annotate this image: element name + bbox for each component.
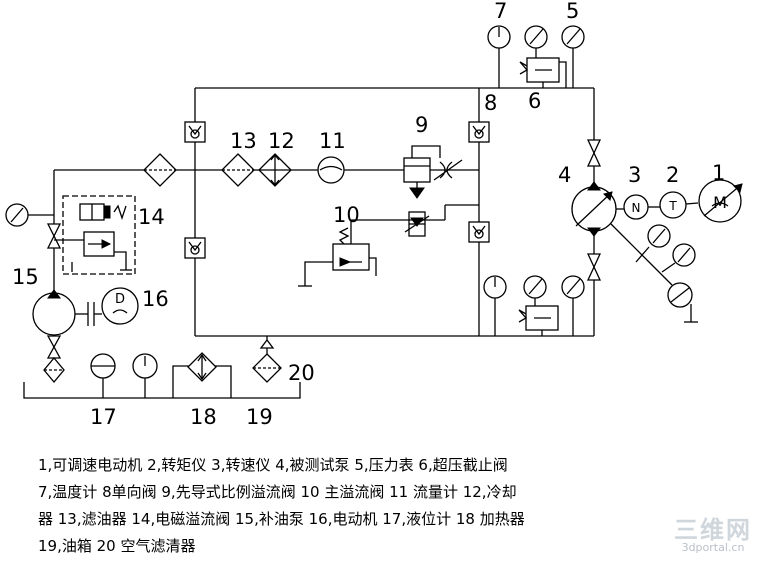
check-valve-right-top (468, 121, 490, 143)
label-12: 12 (268, 129, 295, 153)
thermometer-tank (132, 353, 158, 398)
tachometer-3: N (623, 194, 649, 220)
flowmeter-11 (317, 156, 345, 184)
filter-13 (221, 153, 255, 187)
overpressure-cutoff-valve-6-top (519, 57, 567, 88)
torque-meter-symbol: T (668, 199, 677, 213)
site-watermark: 三维网 3dportal.cn (674, 510, 752, 554)
watermark-site: 3dportal.cn (681, 541, 745, 554)
label-9: 9 (415, 113, 428, 137)
label-19: 19 (246, 405, 273, 429)
label-4: 4 (558, 163, 571, 187)
label-8: 8 (484, 91, 497, 115)
check-valve-left-top (184, 121, 206, 143)
thermometer-bottom (483, 275, 507, 336)
label-7: 7 (494, 0, 507, 23)
solenoid-relief-valve-14 (54, 195, 136, 275)
pressure-gauge-left (5, 203, 54, 227)
tachometer-symbol: N (632, 201, 641, 215)
shutoff-valve-lower (586, 253, 602, 281)
label-5: 5 (566, 0, 579, 23)
label-2: 2 (666, 163, 679, 187)
watermark-brand: 三维网 (674, 516, 752, 544)
torque-meter-2: T (659, 191, 687, 219)
label-20: 20 (288, 361, 315, 385)
cooler-12 (258, 153, 292, 187)
label-18: 18 (190, 405, 217, 429)
legend-line-4: 19,油箱 20 空气滤清器 (38, 537, 196, 555)
main-circuit-frame (194, 87, 595, 337)
level-gauge-17 (90, 353, 116, 398)
label-13: 13 (230, 129, 257, 153)
heater-18 (172, 352, 232, 398)
air-filter-20 (252, 336, 282, 383)
charge-pump-15 (32, 289, 102, 336)
pump-drain-line (610, 223, 698, 323)
thermometer-7-top (487, 25, 511, 88)
test-pump-4 (571, 181, 617, 237)
shutoff-valve-left-upper (46, 223, 62, 249)
shutoff-valve-left-lower (46, 335, 62, 359)
label-1: 1 (712, 161, 725, 185)
proportional-relief-valve-9 (403, 145, 463, 237)
label-11: 11 (319, 129, 346, 153)
check-valve-left-bottom (184, 237, 206, 259)
label-15: 15 (12, 265, 39, 289)
label-3: 3 (628, 163, 641, 187)
legend-line-1: 1,可调速电动机 2,转矩仪 3,转速仪 4,被测试泵 5,压力表 6,超压截止… (38, 456, 508, 474)
relief-valve-10 (298, 204, 479, 287)
overpressure-cutoff-valve-bottom (518, 305, 559, 336)
label-14: 14 (138, 205, 165, 229)
variable-speed-motor-1: M (698, 179, 743, 223)
legend-line-3: 器 13,滤油器 14,电磁溢流阀 15,补油泵 16,电动机 17,液位计 1… (38, 510, 525, 528)
oil-tank-19 (23, 382, 301, 399)
hydraulic-schematic: N T M (5, 0, 743, 429)
label-16: 16 (142, 287, 169, 311)
label-6: 6 (528, 89, 541, 113)
legend-line-2: 7,温度计 8单向阀 9,先导式比例溢流阀 10 主溢流阀 11 流量计 12,… (38, 483, 517, 501)
pressure-gauge-bottom-right (561, 275, 585, 336)
pressure-gauge-bottom-mid (523, 275, 547, 306)
filter-left (143, 153, 177, 187)
pressure-gauge-5-top (561, 25, 585, 88)
electric-motor-symbol: D (115, 292, 125, 307)
label-10: 10 (333, 203, 360, 227)
electric-motor-16: D (101, 287, 139, 325)
check-valve-right-bottom (468, 221, 490, 243)
component-legend: 1,可调速电动机 2,转矩仪 3,转速仪 4,被测试泵 5,压力表 6,超压截止… (38, 452, 738, 560)
shutoff-valve-upper (586, 139, 602, 167)
suction-filter (43, 356, 65, 384)
label-17: 17 (90, 405, 117, 429)
pressure-gauge-top-mid (524, 25, 548, 58)
